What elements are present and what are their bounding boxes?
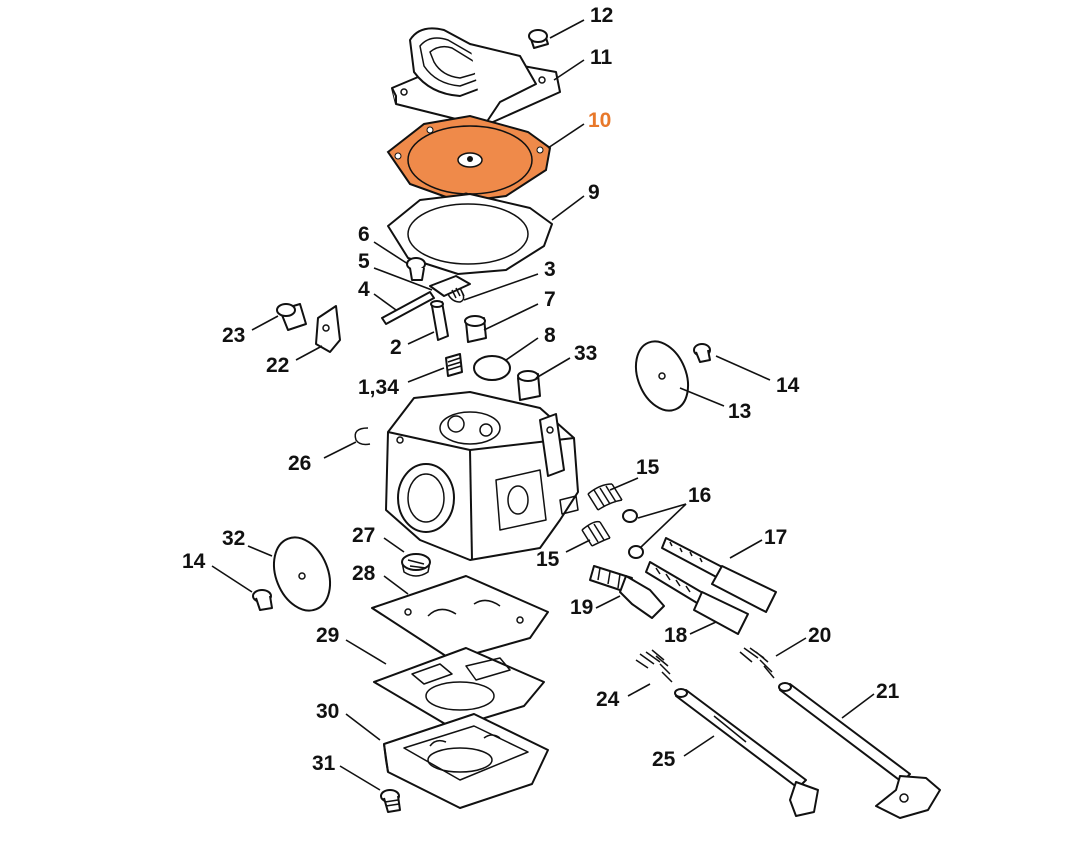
callout-2: 2 bbox=[390, 336, 402, 359]
part-14-screw-upper bbox=[693, 343, 711, 363]
callout-labels: 12 11 10 9 6 5 3 4 7 23 22 2 8 33 1,34 1… bbox=[182, 4, 900, 775]
leader-lines bbox=[211, 19, 875, 791]
callout-17: 17 bbox=[764, 526, 787, 549]
part-20-spring bbox=[739, 647, 775, 679]
part-23-screw bbox=[276, 303, 307, 331]
part-4-pin bbox=[381, 291, 435, 325]
part-6-screw bbox=[406, 257, 426, 281]
callout-28: 28 bbox=[352, 562, 376, 585]
callout-15-upper: 15 bbox=[636, 456, 660, 479]
part-1-34-insert bbox=[445, 353, 463, 377]
callout-16: 16 bbox=[688, 484, 711, 507]
callout-25: 25 bbox=[652, 748, 676, 771]
part-21-shaft bbox=[778, 682, 941, 819]
callout-33: 33 bbox=[574, 342, 597, 365]
part-22-bracket bbox=[315, 305, 341, 353]
part-31-screw bbox=[380, 789, 401, 813]
callout-14-lower: 14 bbox=[182, 550, 206, 573]
part-27-screen bbox=[401, 553, 431, 577]
callout-11: 11 bbox=[590, 46, 613, 69]
part-9-gasket bbox=[387, 193, 553, 275]
callout-12: 12 bbox=[590, 4, 613, 27]
carburetor-body bbox=[385, 391, 579, 561]
callout-3: 3 bbox=[544, 258, 556, 281]
callout-5: 5 bbox=[358, 250, 370, 273]
callout-23: 23 bbox=[222, 324, 245, 347]
part-14-screw-lower bbox=[252, 589, 273, 611]
part-10-diaphragm-highlighted bbox=[386, 114, 552, 204]
callout-4: 4 bbox=[358, 278, 370, 301]
part-29-diaphragm bbox=[373, 647, 545, 729]
part-33-sleeve bbox=[517, 370, 541, 401]
callout-8: 8 bbox=[544, 324, 556, 347]
part-13-cover-plate bbox=[634, 340, 690, 412]
callout-20: 20 bbox=[808, 624, 831, 647]
part-30-pump-cover bbox=[383, 713, 549, 809]
callout-13: 13 bbox=[728, 400, 751, 423]
callout-10: 10 bbox=[588, 109, 611, 132]
part-18-adjusting-screw bbox=[645, 561, 749, 635]
part-26-clip bbox=[354, 427, 371, 446]
part-8-disc bbox=[473, 355, 511, 381]
callout-31: 31 bbox=[312, 752, 336, 775]
callout-24: 24 bbox=[596, 688, 620, 711]
callout-7: 7 bbox=[544, 288, 556, 311]
callout-27: 27 bbox=[352, 524, 375, 547]
part-11-carburetor-cover bbox=[391, 27, 561, 127]
part-28-gasket bbox=[371, 575, 549, 661]
callout-21: 21 bbox=[876, 680, 900, 703]
part-7-plug bbox=[464, 315, 487, 343]
part-2-inlet-needle bbox=[430, 300, 449, 341]
part-17-adjusting-screw bbox=[661, 537, 777, 613]
part-3-5-lever-assembly bbox=[429, 275, 471, 303]
part-15-spring-upper bbox=[587, 483, 623, 511]
callout-15-lower: 15 bbox=[536, 548, 560, 571]
callout-6: 6 bbox=[358, 223, 370, 246]
callout-18: 18 bbox=[664, 624, 688, 647]
part-24-spring bbox=[635, 649, 673, 683]
callout-30: 30 bbox=[316, 700, 339, 723]
part-12-screw bbox=[528, 29, 549, 49]
callout-9: 9 bbox=[588, 181, 600, 204]
callout-1-34: 1,34 bbox=[358, 376, 399, 399]
part-16-o-rings bbox=[622, 509, 644, 559]
part-19-limiter bbox=[589, 565, 665, 619]
part-32-cover-plate bbox=[273, 536, 331, 612]
callout-22: 22 bbox=[266, 354, 289, 377]
callout-14-upper: 14 bbox=[776, 374, 800, 397]
callout-26: 26 bbox=[288, 452, 311, 475]
callout-19: 19 bbox=[570, 596, 593, 619]
callout-29: 29 bbox=[316, 624, 339, 647]
part-25-shaft bbox=[674, 688, 819, 817]
callout-32: 32 bbox=[222, 527, 245, 550]
part-15-spring-lower bbox=[581, 520, 611, 547]
